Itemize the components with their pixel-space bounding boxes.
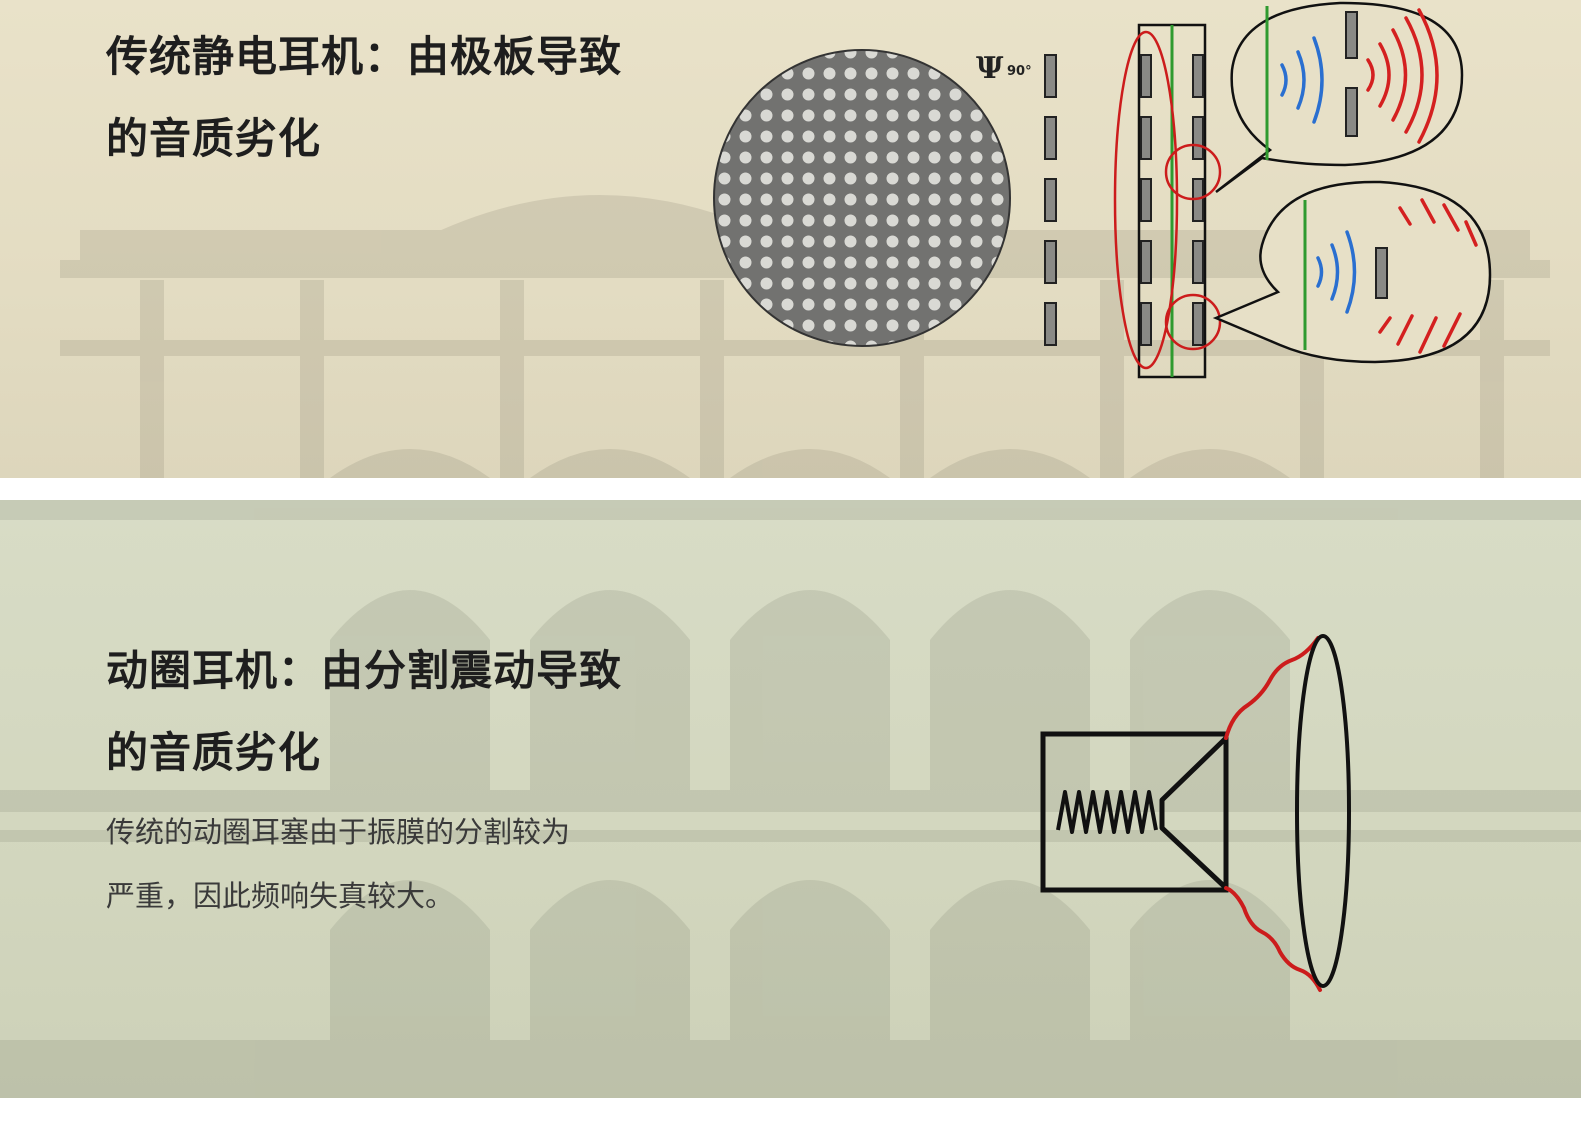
- plate-side-view: [1044, 54, 1057, 346]
- electrostatic-section: 传统静电耳机：由极板导致 的音质劣化 Ψ 90°: [0, 0, 1581, 478]
- diaphragm-breakup-icon: [1224, 636, 1322, 992]
- dynamic-title: 动圈耳机：由分割震动导致 的音质劣化: [106, 630, 706, 794]
- red-waves-upper-icon: [1366, 8, 1439, 144]
- opera-house-arcade-background: [0, 500, 1581, 1098]
- dynamic-driver-diagram: [1040, 634, 1351, 992]
- blue-waves-upper-icon: [1280, 36, 1324, 124]
- electrostatic-title-line2: 的音质劣化: [106, 114, 322, 163]
- perforated-plate-icon: [713, 49, 1011, 347]
- voice-coil-spring-icon: [1056, 790, 1158, 834]
- highlight-circle-upper: [1164, 143, 1222, 201]
- dynamic-title-line1: 动圈耳机：由分割震动导致: [106, 646, 623, 695]
- highlight-circle-lower: [1164, 293, 1222, 351]
- electrostatic-diagram: Ψ 90°: [713, 1, 1492, 379]
- diaphragm-ellipse-icon: [1295, 634, 1351, 988]
- psi-label: Ψ: [976, 51, 1004, 86]
- dynamic-section: 动圈耳机：由分割震动导致 的音质劣化 传统的动圈耳塞由于振膜的分割较为 严重，因…: [0, 500, 1581, 1098]
- red-waves-lower-icon: [1378, 198, 1478, 354]
- callout-bubble-upper: [1215, 1, 1464, 194]
- blue-waves-lower-icon: [1316, 230, 1357, 314]
- dynamic-description-line1: 传统的动圈耳塞由于振膜的分割较为: [106, 815, 571, 849]
- dynamic-title-line2: 的音质劣化: [106, 728, 322, 777]
- driver-cone-icon: [1159, 735, 1229, 891]
- highlight-ellipse: [1113, 30, 1179, 370]
- callout-bubble-lower: [1212, 180, 1492, 364]
- dynamic-description-line2: 严重，因此频响失真较大。: [106, 879, 455, 913]
- stator-cross-section: [1113, 23, 1222, 379]
- angle-label: 90°: [1007, 64, 1032, 79]
- dynamic-description: 传统的动圈耳塞由于振膜的分割较为 严重，因此频响失真较大。: [106, 800, 696, 928]
- electrostatic-title-line1: 传统静电耳机：由极板导致: [106, 32, 623, 81]
- electrostatic-title: 传统静电耳机：由极板导致 的音质劣化: [106, 16, 706, 180]
